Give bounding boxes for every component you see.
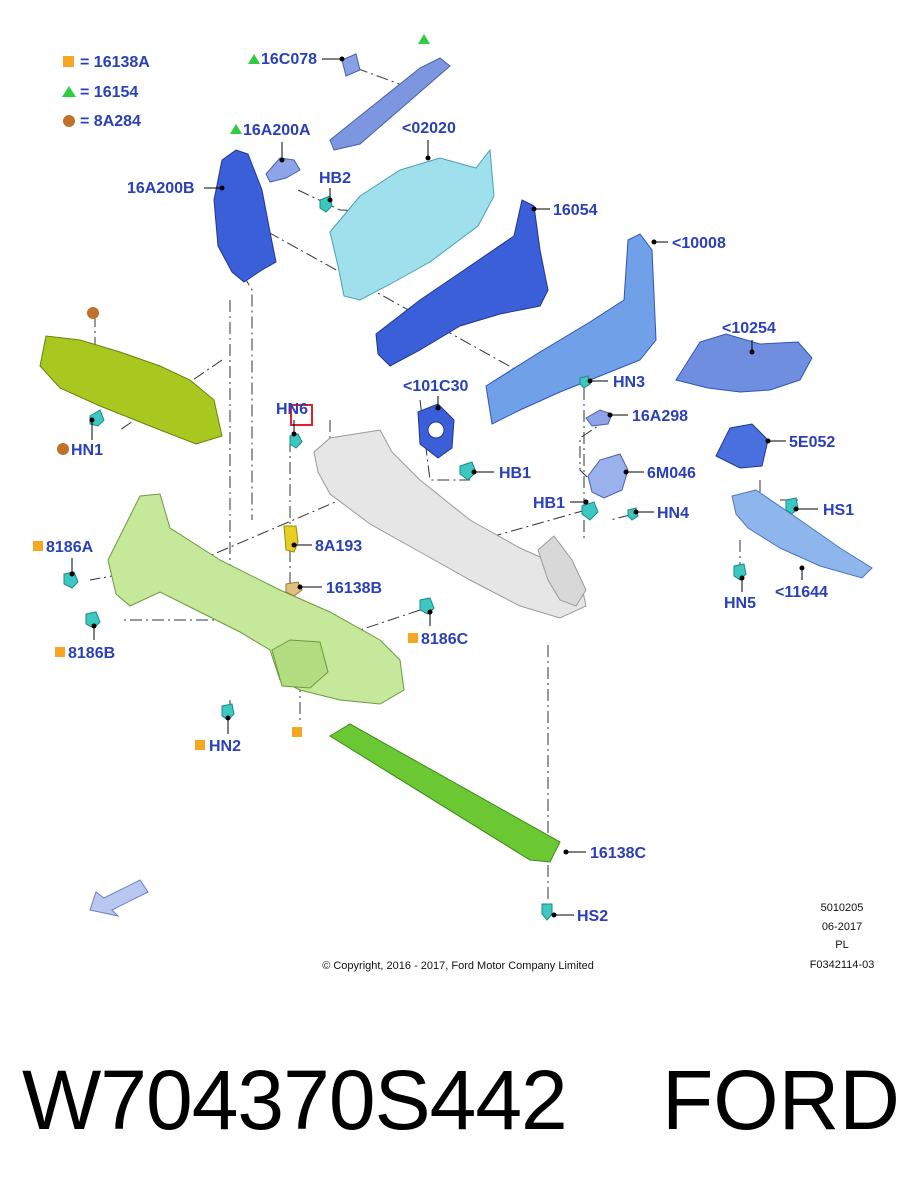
callout-hn2-square xyxy=(195,740,205,750)
callout-16c078-triangle xyxy=(248,54,260,64)
callout-hn6: HN6 xyxy=(276,401,308,418)
part-16a200a-bracket xyxy=(265,157,301,183)
callout-8186a: 8186A xyxy=(46,539,94,556)
part-bumper-bracket xyxy=(537,535,587,607)
fastener-hb1-lower xyxy=(581,501,599,521)
part-lime-underbody-shield xyxy=(39,335,223,445)
info-line-3: PL xyxy=(835,939,848,951)
callout-16a200b: 16A200B xyxy=(127,180,195,197)
callout-16a200a: 16A200A xyxy=(243,122,311,139)
callout-16c078: 16C078 xyxy=(261,51,317,68)
part-radiator-support-frame xyxy=(107,493,405,705)
callout-hs1: HS1 xyxy=(823,502,854,519)
fastener-hs1 xyxy=(785,497,799,515)
callout-16054: 16054 xyxy=(553,202,598,219)
callout-101c30: <101C30 xyxy=(403,378,468,395)
part-10254-panel xyxy=(675,333,813,393)
drawing-info-block: 5010205 06-2017 PL F0342114-03 xyxy=(810,902,875,971)
fastener-hn6 xyxy=(289,433,303,449)
callouts: 16C078 16A200A <02020 16A200B HB2 16054 … xyxy=(33,51,854,925)
part-16c078-bracket xyxy=(329,57,451,151)
part-10008-rail xyxy=(485,233,657,425)
legend-square-marker xyxy=(63,56,74,67)
part-number-title: W704370S442 xyxy=(22,1053,568,1147)
callout-10254: <10254 xyxy=(722,320,776,337)
fasteners xyxy=(63,195,799,921)
legend-triangle-marker xyxy=(62,86,76,97)
part-8a193-clip xyxy=(283,525,299,553)
copyright-notice: © Copyright, 2016 - 2017, Ford Motor Com… xyxy=(322,960,594,972)
callout-16138c: 16138C xyxy=(590,845,646,862)
part-11644-brace xyxy=(731,489,873,579)
brand-name: FORD xyxy=(662,1053,900,1147)
callout-hs2: HS2 xyxy=(577,908,608,925)
part-16a298-plate xyxy=(585,409,613,427)
part-101c30-hole xyxy=(427,421,445,439)
callout-hb1-upper: HB1 xyxy=(499,465,531,482)
callout-hb1-lower: HB1 xyxy=(533,495,565,512)
diagram-canvas: = 16138A = 16154 = 8A284 xyxy=(33,34,875,972)
legend-label-square: = 16138A xyxy=(80,54,150,71)
fastener-hn3 xyxy=(579,375,591,389)
fastener-hb1-upper xyxy=(459,461,477,481)
front-direction-arrow-icon xyxy=(89,879,149,917)
fastener-8186b xyxy=(85,611,101,629)
marker-triangle-top xyxy=(418,34,430,44)
part-radiator-support-center xyxy=(271,639,329,689)
legend-circle-marker xyxy=(63,115,75,127)
info-line-2: 06-2017 xyxy=(822,921,862,933)
highlight-box-hn6 xyxy=(290,404,313,426)
callout-16a200a-triangle xyxy=(230,124,242,134)
legend: = 16138A = 16154 = 8A284 xyxy=(62,54,150,130)
callout-hn1: HN1 xyxy=(71,442,103,459)
part-5e052-bracket xyxy=(715,423,769,469)
info-line-4: F0342114-03 xyxy=(810,959,875,971)
callout-02020: <02020 xyxy=(402,120,456,137)
marker-circle-shield xyxy=(87,307,99,319)
callout-hn5: HN5 xyxy=(724,595,756,612)
callout-8186b: 8186B xyxy=(68,645,115,662)
callout-8186b-square xyxy=(55,647,65,657)
callout-6m046: 6M046 xyxy=(647,465,696,482)
marker-square-frame xyxy=(292,727,302,737)
fastener-hs2 xyxy=(541,903,553,921)
fastener-hn2 xyxy=(221,703,235,721)
callout-hn1-circle xyxy=(57,443,69,455)
callout-5e052: 5E052 xyxy=(789,434,835,451)
legend-label-triangle: = 16154 xyxy=(80,84,138,101)
part-16138c-bar xyxy=(329,723,561,863)
part-16a200b-panel xyxy=(213,149,277,283)
exploded-parts-diagram: = 16138A = 16154 = 8A284 xyxy=(33,34,875,972)
part-16054-wheelhouse xyxy=(375,199,549,367)
part-16c078-clip xyxy=(341,53,361,77)
callout-16a298: 16A298 xyxy=(632,408,688,425)
info-line-1: 5010205 xyxy=(821,902,864,914)
callout-16138b: 16138B xyxy=(326,580,382,597)
callout-11644: <11644 xyxy=(775,584,828,601)
callout-hb2: HB2 xyxy=(319,170,351,187)
callout-8186c-square xyxy=(408,633,418,643)
part-6m046-bracket xyxy=(587,453,629,499)
callout-hn2: HN2 xyxy=(209,738,241,755)
callout-hn4: HN4 xyxy=(657,505,689,522)
callout-8186a-square xyxy=(33,541,43,551)
callout-hn3: HN3 xyxy=(613,374,645,391)
callout-10008: <10008 xyxy=(672,235,726,252)
part-02020-apron xyxy=(329,148,495,301)
callout-8a193: 8A193 xyxy=(315,538,362,555)
callout-8186c: 8186C xyxy=(421,631,469,648)
legend-label-circle: = 8A284 xyxy=(80,113,141,130)
